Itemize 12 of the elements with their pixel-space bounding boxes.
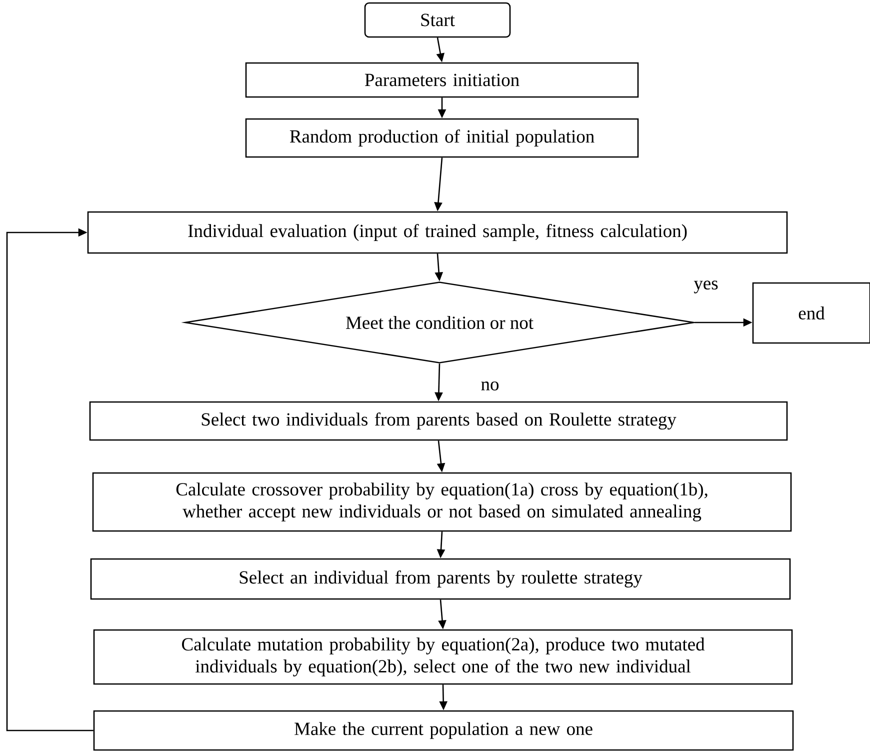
start-box: Start: [364, 2, 511, 38]
process-box: Calculate crossover probability by equation(1a) cross by equation(1b), whether accept new individuals or not based on simulated annealing: [92, 472, 792, 532]
edge-label: no: [480, 380, 500, 392]
process-box: Make the current population a new one: [93, 710, 794, 751]
arrow: [6, 228, 94, 732]
process-box: Calculate mutation probability by equation(2a), produce two mutated individuals by equation(2b), select one of the two new individual: [93, 629, 793, 685]
process-box: Select an individual from parents by roulette strategy: [90, 558, 791, 600]
process-box: Parameters initiation: [245, 62, 639, 98]
process-box: Select two individuals from parents based on Roulette strategy: [89, 401, 788, 441]
end-box: end: [752, 282, 870, 344]
process-box: Individual evaluation (input of trained sample, fitness calculation): [87, 211, 788, 254]
process-box: Random production of initial population: [245, 118, 639, 158]
